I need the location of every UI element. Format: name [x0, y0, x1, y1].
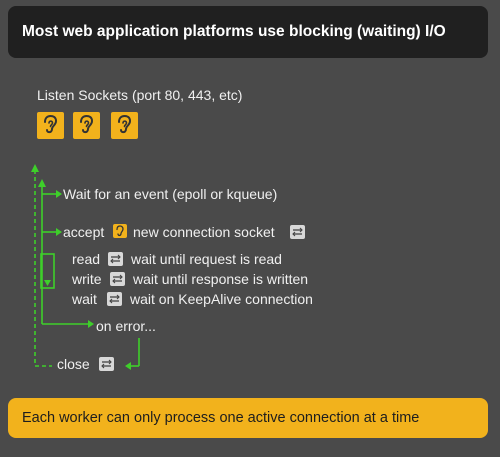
ear-icon [37, 112, 64, 139]
socket-icon [108, 252, 123, 266]
read-label: read [72, 251, 101, 267]
ear-icon [111, 112, 138, 139]
socket-icon [110, 272, 125, 286]
ear-icon [73, 112, 100, 139]
write-label: write [72, 271, 102, 287]
socket-icon [107, 292, 122, 306]
wait-event-step: Wait for an event (epoll or kqueue) [63, 186, 278, 202]
title-banner: Most web application platforms use block… [8, 6, 488, 58]
ear-icon [113, 224, 127, 238]
wait-label: wait [72, 291, 97, 307]
close-label: close [57, 356, 90, 372]
read-description: wait until request is read [131, 251, 282, 267]
socket-icon [290, 225, 305, 239]
on-error-label: on error... [96, 318, 156, 334]
write-description: wait until response is written [133, 271, 309, 287]
listen-sockets-label: Listen Sockets (port 80, 443, etc) [37, 87, 243, 103]
footer-note: Each worker can only process one active … [22, 410, 420, 426]
wait-description: wait on KeepAlive connection [130, 291, 313, 307]
footer-banner: Each worker can only process one active … [8, 398, 488, 438]
diagram-title: Most web application platforms use block… [22, 23, 446, 40]
accept-label: accept [63, 224, 105, 240]
new-connection-label: new connection socket [133, 224, 275, 240]
socket-icon [99, 357, 114, 371]
